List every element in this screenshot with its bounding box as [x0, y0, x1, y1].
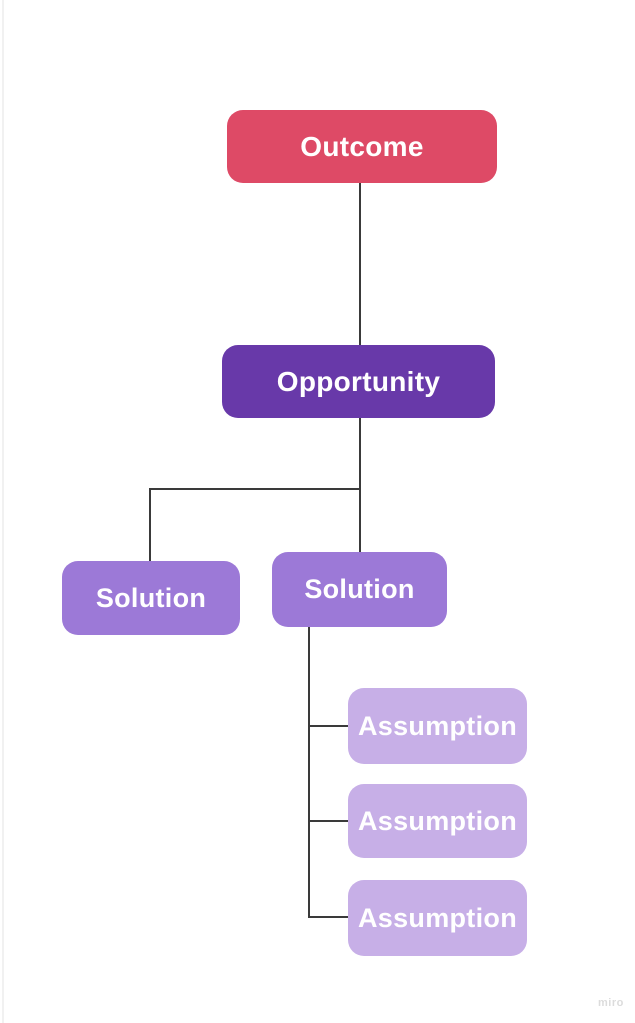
node-opportunity[interactable]: Opportunity: [222, 345, 495, 418]
node-assumption-3[interactable]: Assumption: [348, 880, 527, 956]
connector-to-assumption-3: [308, 916, 348, 918]
connector-outcome-opportunity: [359, 183, 361, 345]
connector-opportunity-trunk: [359, 418, 361, 490]
connector-to-solution-right: [359, 488, 361, 552]
connector-to-assumption-2: [308, 820, 348, 822]
node-assumption-3-label: Assumption: [357, 902, 517, 933]
node-solution-right[interactable]: Solution: [272, 552, 447, 627]
node-solution-left-label: Solution: [95, 582, 207, 613]
page-edge-line: [2, 0, 4, 1023]
node-outcome-label: Outcome: [300, 130, 424, 162]
node-assumption-2[interactable]: Assumption: [348, 784, 527, 858]
node-solution-left[interactable]: Solution: [62, 561, 240, 635]
connector-branch-horizontal: [149, 488, 361, 490]
connector-to-assumption-1: [308, 725, 348, 727]
miro-watermark: miro: [598, 997, 624, 1009]
node-outcome[interactable]: Outcome: [227, 110, 497, 183]
node-opportunity-label: Opportunity: [276, 365, 441, 397]
node-assumption-1-label: Assumption: [357, 710, 517, 741]
node-assumption-1[interactable]: Assumption: [348, 688, 527, 764]
node-assumption-2-label: Assumption: [357, 805, 517, 836]
node-solution-right-label: Solution: [304, 574, 415, 604]
connector-to-solution-left: [149, 488, 151, 561]
connector-solution-trunk: [308, 627, 310, 918]
